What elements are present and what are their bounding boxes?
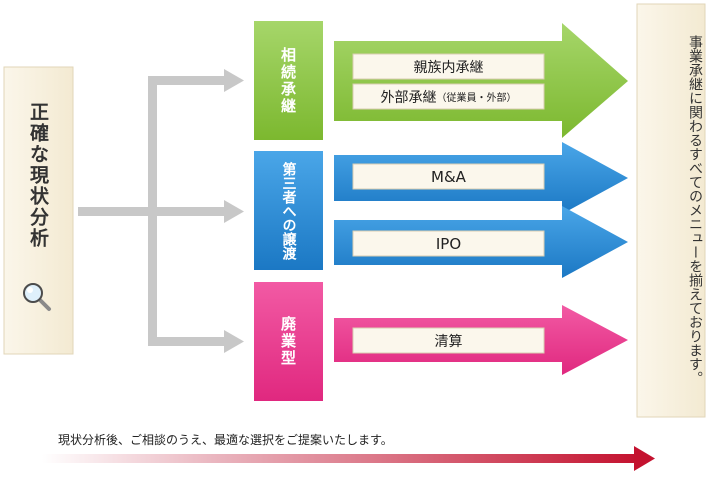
summary-panel [636,3,706,418]
option-box-ma [352,163,545,190]
category-label-inheritance: 相続承継 [279,46,297,115]
analysis-panel [3,66,74,355]
option-box-family [352,53,545,80]
footer-caption: 現状分析後、ご相談のうえ、最適な選択をご提案いたします。 [58,432,393,447]
option-family-succession: 親族内承継 [413,59,484,76]
connector-lines [78,69,244,353]
category-box-closure [254,282,323,401]
option-ipo: IPO [435,234,462,253]
option-external-succession-row: 外部承継 （従業員・外部） [353,84,544,109]
option-ma: M&A [431,167,466,186]
category-label-transfer: 第三者への譲渡 [280,161,297,260]
option-liquidation: 清算 [434,333,463,350]
footer-arrow-shaft [42,454,638,463]
analysis-title: 正確な現状分析 [27,101,49,249]
category-box-transfer [254,151,323,270]
summary-text: 事業承継に関わるすべてのメニューを揃えております。 [687,35,703,385]
category-label-closure: 廃業型 [279,316,297,367]
option-box-external [352,83,545,110]
option-box-ipo [352,230,545,257]
magnifier-icon [23,283,51,311]
option-box-liquidation [352,327,545,354]
category-box-inheritance [254,21,323,140]
option-external-succession: 外部承継 [380,89,437,106]
arrow-inheritance [334,23,628,138]
footer-arrow-head [634,446,655,471]
option-external-note: （従業員・外部） [436,93,517,104]
